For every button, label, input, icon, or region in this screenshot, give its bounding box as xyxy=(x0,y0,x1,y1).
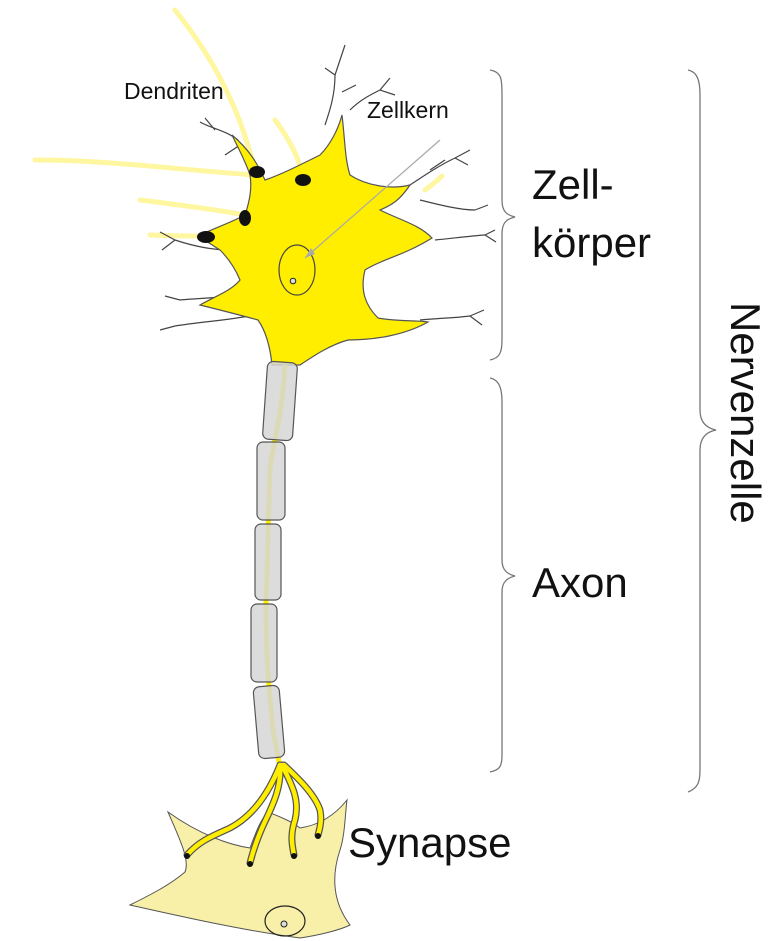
brace-axon xyxy=(490,378,515,772)
label-synapse: Synapse xyxy=(348,818,511,868)
cell-body xyxy=(198,115,432,365)
label-nerve-cell: Nervenzelle xyxy=(720,302,770,524)
brace-nerve-cell xyxy=(688,70,716,792)
label-nucleus: Zellkern xyxy=(367,97,449,125)
label-cell-body-line2: körper xyxy=(532,218,651,268)
label-axon: Axon xyxy=(532,558,628,608)
myelin-sheaths xyxy=(251,361,298,759)
label-dendrites: Dendriten xyxy=(124,78,224,106)
label-cell-body-line1: Zell- xyxy=(532,160,614,210)
brace-cell-body xyxy=(490,70,515,360)
